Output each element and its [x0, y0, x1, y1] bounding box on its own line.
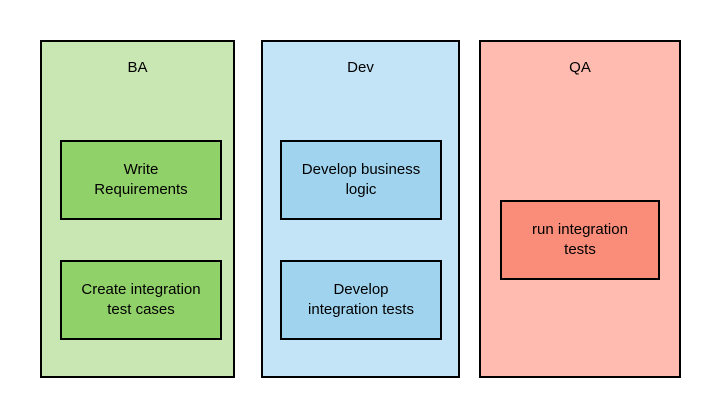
task-run-integration-tests: run integration tests — [500, 200, 660, 280]
swimlane-dev: Dev Develop business logic Develop integ… — [261, 40, 460, 378]
task-label: Develop business logic — [301, 161, 421, 198]
task-label: Develop integration tests — [308, 281, 414, 318]
lane-title-ba: BA — [127, 59, 148, 76]
task-label: run integration tests — [532, 221, 628, 258]
swimlane-qa: QA run integration tests — [479, 40, 681, 378]
task-develop-business-logic: Develop business logic — [280, 140, 442, 220]
lane-title-dev: Dev — [347, 59, 374, 76]
task-label: Create integration test cases — [81, 281, 201, 318]
lane-title-qa: QA — [569, 59, 591, 76]
task-label: Write Requirements — [94, 161, 188, 198]
swimlane-ba: BA Write Requirements Create integration… — [40, 40, 235, 378]
task-create-integration-test-cases: Create integration test cases — [60, 260, 222, 340]
task-write-requirements: Write Requirements — [60, 140, 222, 220]
task-develop-integration-tests: Develop integration tests — [280, 260, 442, 340]
